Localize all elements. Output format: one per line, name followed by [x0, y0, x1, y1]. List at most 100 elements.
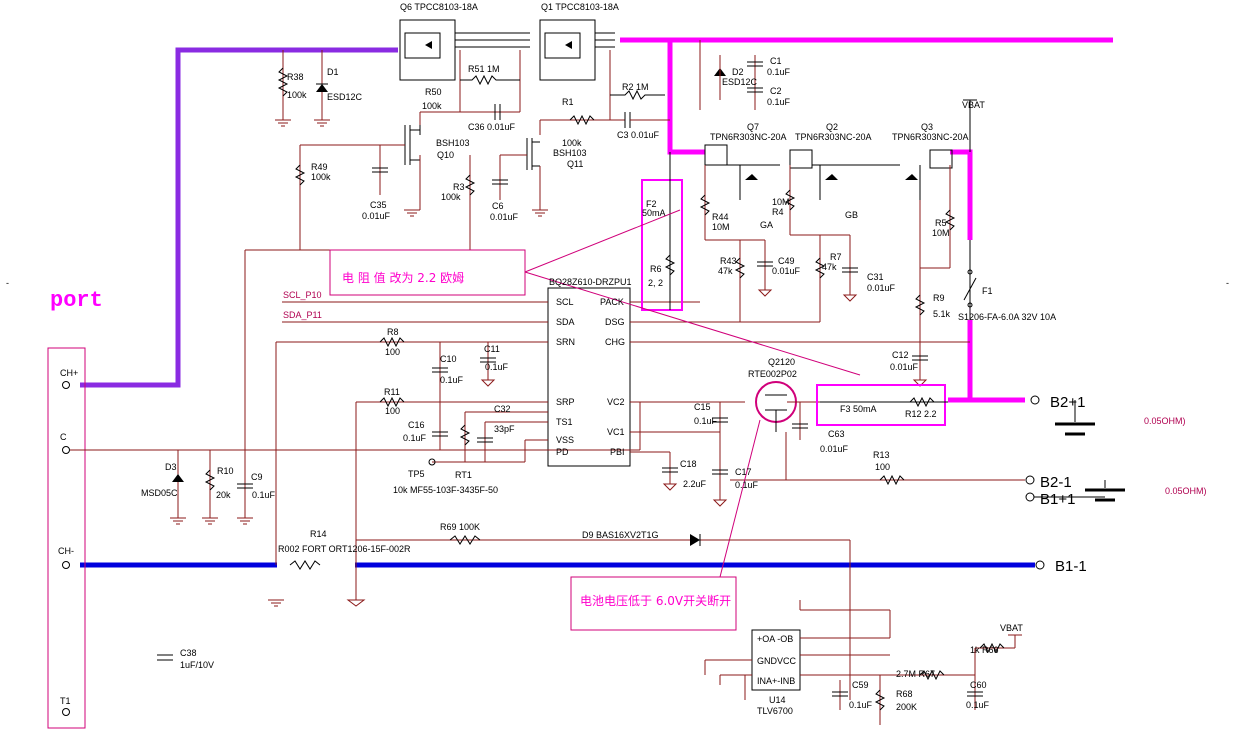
ic-pin-scl: SCL [556, 297, 574, 307]
ic-pin-pbi: PBI [610, 447, 625, 457]
r3-label: R3 [453, 182, 465, 192]
pack-plus-path-b2 [967, 320, 1025, 403]
c32-label: C32 [494, 404, 511, 414]
ground-symbol [202, 517, 218, 525]
ground-symbol [268, 599, 284, 607]
r50-label: R50 [425, 87, 442, 97]
b1-minus-label: B1-1 [1055, 558, 1087, 575]
ic-label: BQ28Z610-DRZPU1 [549, 277, 632, 287]
b1-plus-label: B1+1 [1040, 491, 1075, 508]
rt1-label: RT1 [455, 470, 472, 480]
ic-pin-vss: VSS [556, 435, 574, 445]
r38-value: 100k [287, 90, 307, 100]
c31-label: C31 [867, 272, 884, 282]
q6-label: Q6 TPCC8103-18A [400, 2, 478, 12]
c35-label: C35 [370, 200, 387, 210]
c60-label: C60 [970, 680, 987, 690]
ic-pin-srn: SRN [556, 337, 575, 347]
f3-label: F3 50mA [840, 404, 877, 414]
r12-label: R12 2.2 [905, 409, 937, 419]
d9-label: D9 BAS16XV2T1G [582, 530, 659, 540]
u14-label: U14 [769, 695, 786, 705]
r68-label: R68 [896, 689, 913, 699]
gb-label: GB [845, 210, 858, 220]
d1-value: ESD12C [327, 92, 363, 102]
q3-label: Q3 [921, 122, 933, 132]
r14-value: R002 FORT ORT1206-15F-002R [278, 544, 411, 554]
c63-value: 0.01uF [820, 444, 849, 454]
c17-label: C17 [735, 467, 752, 477]
ic-pin-srp: SRP [556, 397, 575, 407]
ch-plus-label: CH+ [60, 368, 78, 378]
t1-label: T1 [60, 696, 71, 706]
c36-label: C36 0.01uF [468, 122, 516, 132]
c16-label: C16 [408, 420, 425, 430]
c49-value: 0.01uF [772, 266, 801, 276]
r43-label: R43 [720, 256, 737, 266]
ground-symbol [170, 517, 186, 525]
note-box-battery [570, 576, 737, 631]
ic-pin-vc1: VC1 [607, 427, 625, 437]
port-label: port [50, 288, 103, 313]
c18-value: 2.2uF [683, 479, 707, 489]
r6-label: R6 [650, 264, 662, 274]
rt1-value: 10k MF55-103F-3435F-50 [393, 485, 498, 495]
q2120-part: RTE002P02 [748, 369, 797, 379]
r6-value: 2, 2 [648, 278, 663, 288]
r69-label: R69 100K [440, 522, 480, 532]
r11-label: R11 [384, 387, 400, 397]
q7-mosfet [704, 144, 780, 200]
q3-mosfet [905, 149, 953, 200]
c49-label: C49 [778, 256, 795, 266]
c1-label: C1 [770, 56, 782, 66]
r11-value: 100 [385, 406, 400, 416]
q7-part: TPN6R303NC-20A [710, 132, 787, 142]
edge-mark-right: - [1226, 278, 1229, 288]
tp5-label: TP5 [408, 469, 425, 479]
d3-label: D3 [165, 462, 177, 472]
r2-label: R2 1M [622, 82, 649, 92]
ic-pin-ts1: TS1 [556, 417, 573, 427]
b2-minus-label: B2-1 [1040, 474, 1072, 491]
q2120-label: Q2120 [768, 357, 795, 367]
ic-pin-chg: CHG [605, 337, 625, 347]
r5-label: R5 [935, 218, 947, 228]
vbat-label-bottom: VBAT [1000, 623, 1023, 633]
b2-plus-label: B2+1 [1050, 394, 1085, 411]
r43-value: 47k [718, 266, 733, 276]
ground-symbol [237, 517, 253, 525]
c9-value: 0.1uF [252, 490, 276, 500]
r9-label: R9 [933, 293, 945, 303]
f2-r6-highlight [641, 179, 683, 311]
r7-label: R7 [830, 252, 842, 262]
r38-label: R38 [287, 72, 304, 82]
q6-mosfet [399, 19, 530, 81]
ic-pin-dsg: DSG [605, 317, 625, 327]
c2-value: 0.1uF [767, 97, 791, 107]
c15-label: C15 [694, 402, 711, 412]
ic-pin-pack: PACK [600, 297, 624, 307]
ic-pin-pd: PD [556, 447, 569, 457]
d1-label: D1 [327, 67, 339, 77]
r51-label: R51 1M [468, 64, 500, 74]
r49-value: 100k [311, 172, 331, 182]
r49-label: R49 [311, 162, 328, 172]
charge-input-path [80, 47, 398, 388]
vbat-label-top: VBAT [962, 100, 985, 110]
r13-label: R13 [873, 450, 890, 460]
q2-label: Q2 [826, 122, 838, 132]
r10-label: R10 [217, 466, 234, 476]
u14-pin-row2: GNDVCC [757, 656, 797, 666]
shunt-note-top: 0.05OHM) [1144, 416, 1186, 426]
c6-label: C6 [492, 201, 504, 211]
q10-mosfet [380, 125, 421, 210]
c17-value: 0.1uF [735, 480, 759, 490]
ic-pin-vc2: VC2 [607, 397, 625, 407]
c18-label: C18 [680, 459, 697, 469]
c12-label: C12 [892, 350, 909, 360]
q10-label: Q10 [437, 150, 454, 160]
r50-value: 100k [422, 101, 442, 111]
c38-label: C38 [180, 648, 197, 658]
c1-value: 0.1uF [767, 67, 791, 77]
u14-pin-row3: INA+-INB [757, 676, 795, 686]
